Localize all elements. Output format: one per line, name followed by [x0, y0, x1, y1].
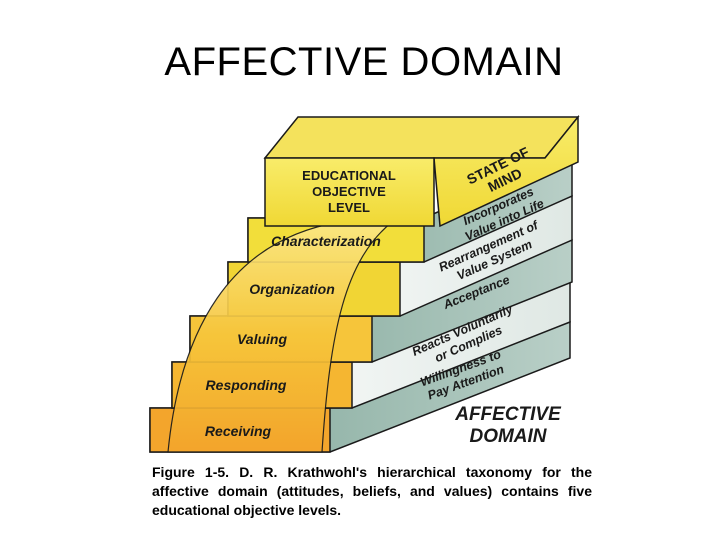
domain-label-line-1: AFFECTIVE [454, 404, 562, 425]
top-front-line-3: LEVEL [328, 200, 370, 215]
level-name-responding: Responding [206, 377, 287, 393]
slide-title: AFFECTIVE DOMAIN [164, 40, 564, 84]
domain-label-line-2: DOMAIN [469, 426, 547, 447]
top-front-label: EDUCATIONAL OBJECTIVE LEVEL [302, 168, 396, 215]
domain-label: AFFECTIVE DOMAIN [454, 404, 562, 447]
top-front-line-1: EDUCATIONAL [302, 168, 396, 183]
level-name-characterization: Characterization [271, 233, 381, 249]
level-name-receiving: Receiving [205, 423, 272, 439]
top-block [263, 114, 580, 228]
level-name-valuing: Valuing [237, 331, 287, 347]
level-name-organization: Organization [249, 281, 335, 297]
top-front-line-2: OBJECTIVE [312, 184, 386, 199]
figure-caption: Figure 1-5. D. R. Krathwohl's hierarchic… [152, 464, 592, 518]
